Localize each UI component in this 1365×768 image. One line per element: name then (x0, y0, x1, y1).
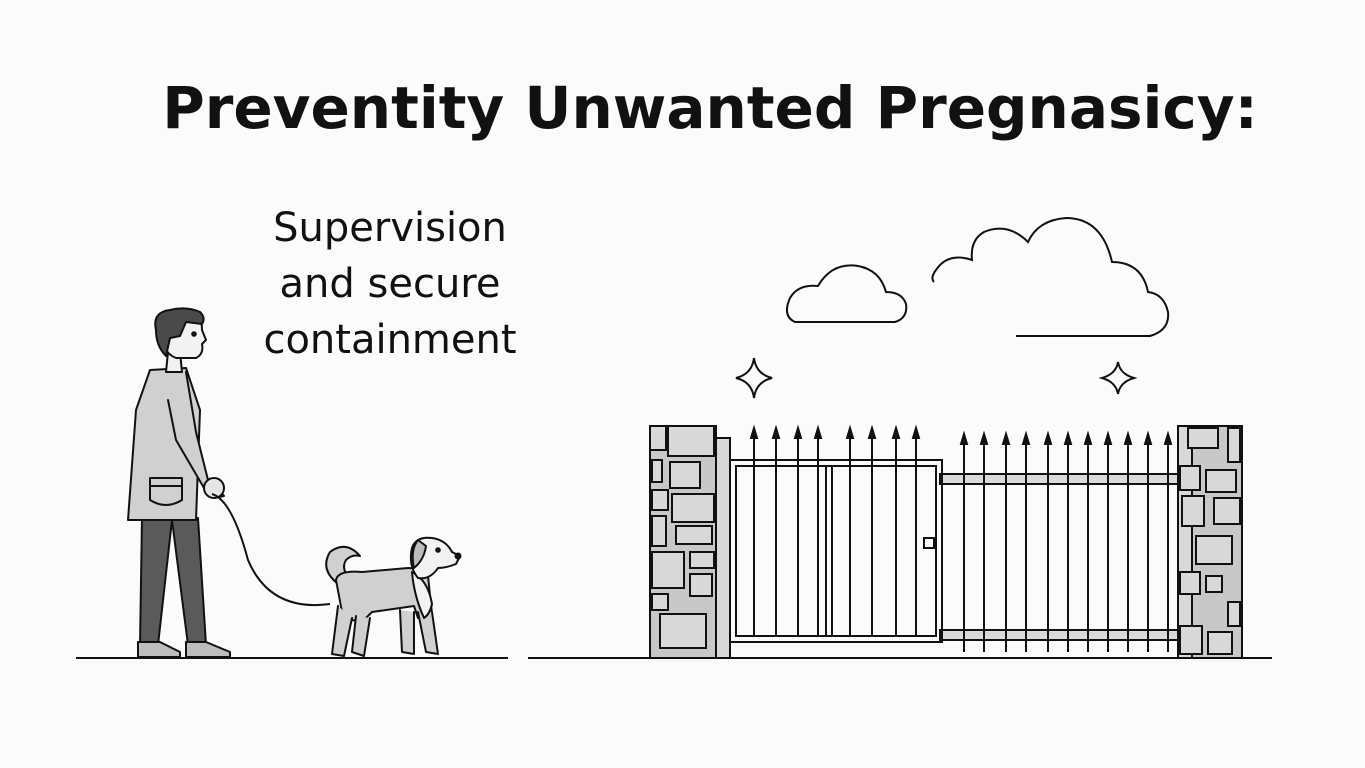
caption-text: Supervision and secure containment (240, 200, 540, 368)
person-icon (127, 307, 231, 658)
caption-line-3: containment (263, 317, 517, 363)
gate-spike (867, 424, 877, 439)
page-title: Preventity Unwanted Pregnasicy: (162, 74, 1258, 142)
gate-spike (1043, 430, 1053, 445)
sparkle-icon (1098, 361, 1138, 395)
sparkle-icon (735, 357, 773, 399)
gate-spike (959, 430, 969, 445)
gate-spike (1001, 430, 1011, 445)
stone-pillar-icon (1177, 425, 1243, 659)
caption-line-2: and secure (279, 261, 501, 307)
gate-spike (1083, 430, 1093, 445)
stone-pillar-icon (649, 425, 731, 659)
gate-spike (891, 424, 901, 439)
gate-icon (729, 424, 1179, 652)
gate-spike (1143, 430, 1153, 445)
gate-spike (771, 424, 781, 439)
gate-spike (979, 430, 989, 445)
gate-spike (1163, 430, 1173, 445)
gate-spike (845, 424, 855, 439)
gate-spike (749, 424, 759, 439)
gate-spike (1123, 430, 1133, 445)
cloud-icon (931, 216, 1170, 337)
gate-spike (1021, 430, 1031, 445)
caption-line-1: Supervision (273, 205, 507, 251)
gate-spike (1063, 430, 1073, 445)
gate-spike (911, 424, 921, 439)
cloud-icon (785, 264, 908, 323)
leash-icon (211, 493, 331, 606)
dog-icon (325, 536, 462, 657)
gate-spike (813, 424, 823, 439)
gate-spike (1103, 430, 1113, 445)
gate-spike (793, 424, 803, 439)
